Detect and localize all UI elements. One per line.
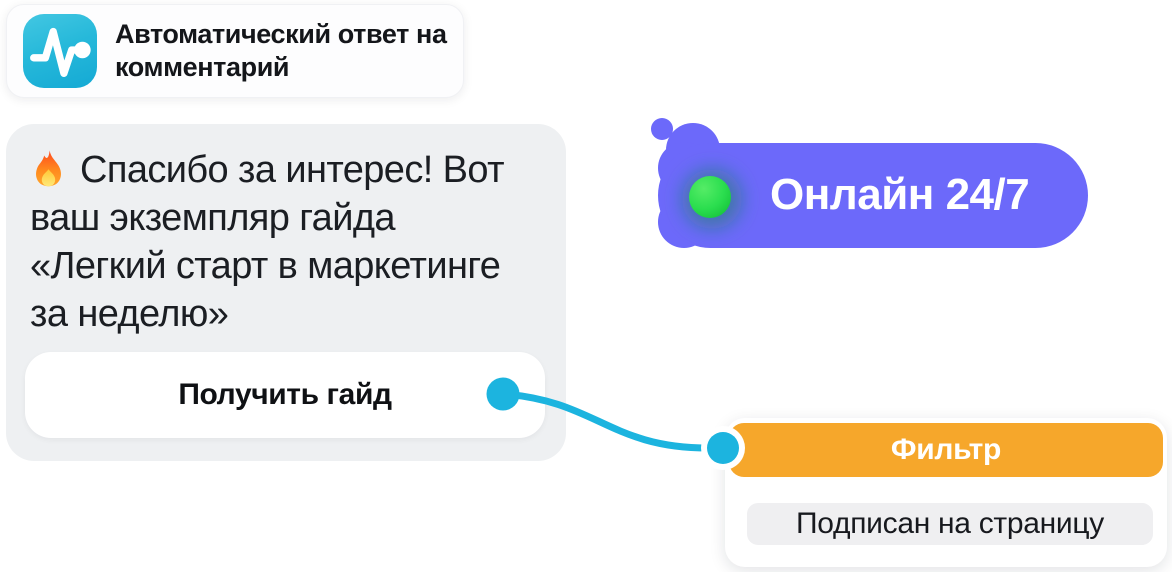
filter-node[interactable]: Фильтр Подписан на страницу [725,418,1167,567]
message-line: Спасибо за интерес! Вот [30,146,505,194]
get-guide-button[interactable]: Получить гайд [25,352,545,438]
fire-emoji-icon [30,149,67,191]
trigger-title: Автоматический ответ на комментарий [115,19,447,82]
pulse-icon [23,14,97,88]
get-guide-button-label: Получить гайд [178,378,392,411]
message-text: Спасибо за интерес! Вот ваш экземпляр га… [30,146,505,338]
trigger-card[interactable]: Автоматический ответ на комментарий [6,4,464,98]
filter-condition-label: Подписан на страницу [796,507,1104,540]
filter-header-label: Фильтр [890,433,1002,466]
filter-condition-chip[interactable]: Подписан на страницу [747,503,1153,545]
status-blob-decoration [651,118,1088,248]
message-line: за неделю» [30,293,229,335]
online-status-pill: Онлайн 24/7 [640,100,1110,270]
status-pill-label: Онлайн 24/7 [770,170,1030,219]
message-line: «Легкий старт в маркетинге [30,245,501,287]
message-line: ваш экземпляр гайда [30,197,396,239]
filter-header-button[interactable]: Фильтр [729,423,1163,477]
online-dot-icon [689,176,731,218]
message-node[interactable]: Спасибо за интерес! Вот ваш экземпляр га… [6,124,566,461]
